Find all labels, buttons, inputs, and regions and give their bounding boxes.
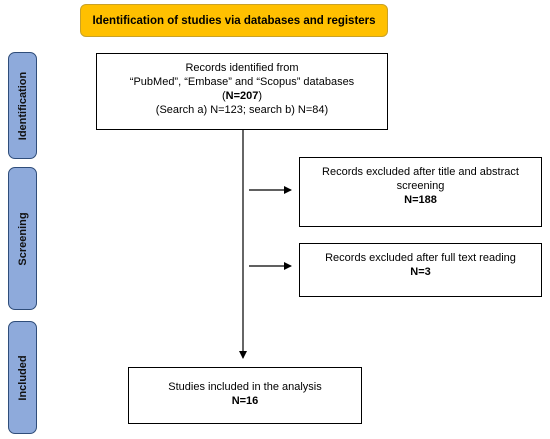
diagram-header: Identification of studies via databases … xyxy=(80,4,388,37)
studies-included-box: Studies included in the analysis N=16 xyxy=(128,367,362,424)
excluded-title-count: N=188 xyxy=(404,194,437,206)
records-identified-box: Records identified from “PubMed”, “Embas… xyxy=(96,53,388,130)
stage-label-identification: Identification xyxy=(16,71,29,140)
included-line-1: Studies included in the analysis xyxy=(168,381,322,393)
identified-line-4: (Search a) N=123; search b) N=84) xyxy=(155,104,329,116)
stage-included: Included xyxy=(8,321,37,434)
excluded-fulltext-box: Records excluded after full text reading… xyxy=(299,243,542,297)
excluded-fulltext-line-1: Records excluded after full text reading xyxy=(325,252,516,264)
identified-line-1: Records identified from xyxy=(185,62,299,74)
stage-identification: Identification xyxy=(8,52,37,159)
excluded-title-line-1: Records excluded after title and abstrac… xyxy=(322,166,519,178)
identified-count: N=207 xyxy=(225,90,259,102)
identified-count-line: (N=207) xyxy=(97,89,387,103)
excluded-title-abstract-box: Records excluded after title and abstrac… xyxy=(299,157,542,227)
excluded-fulltext-count: N=3 xyxy=(410,266,431,278)
stage-label-included: Included xyxy=(16,354,29,401)
included-count: N=16 xyxy=(231,395,259,407)
identified-count-open: ( xyxy=(221,90,226,102)
header-title: Identification of studies via databases … xyxy=(92,14,376,27)
identified-line-2: “PubMed”, “Embase” and “Scopus” database… xyxy=(129,76,355,88)
stage-label-screening: Screening xyxy=(16,211,29,266)
identified-count-close: ) xyxy=(258,90,263,102)
excluded-title-line-2: screening xyxy=(396,180,445,192)
stage-screening: Screening xyxy=(8,167,37,310)
